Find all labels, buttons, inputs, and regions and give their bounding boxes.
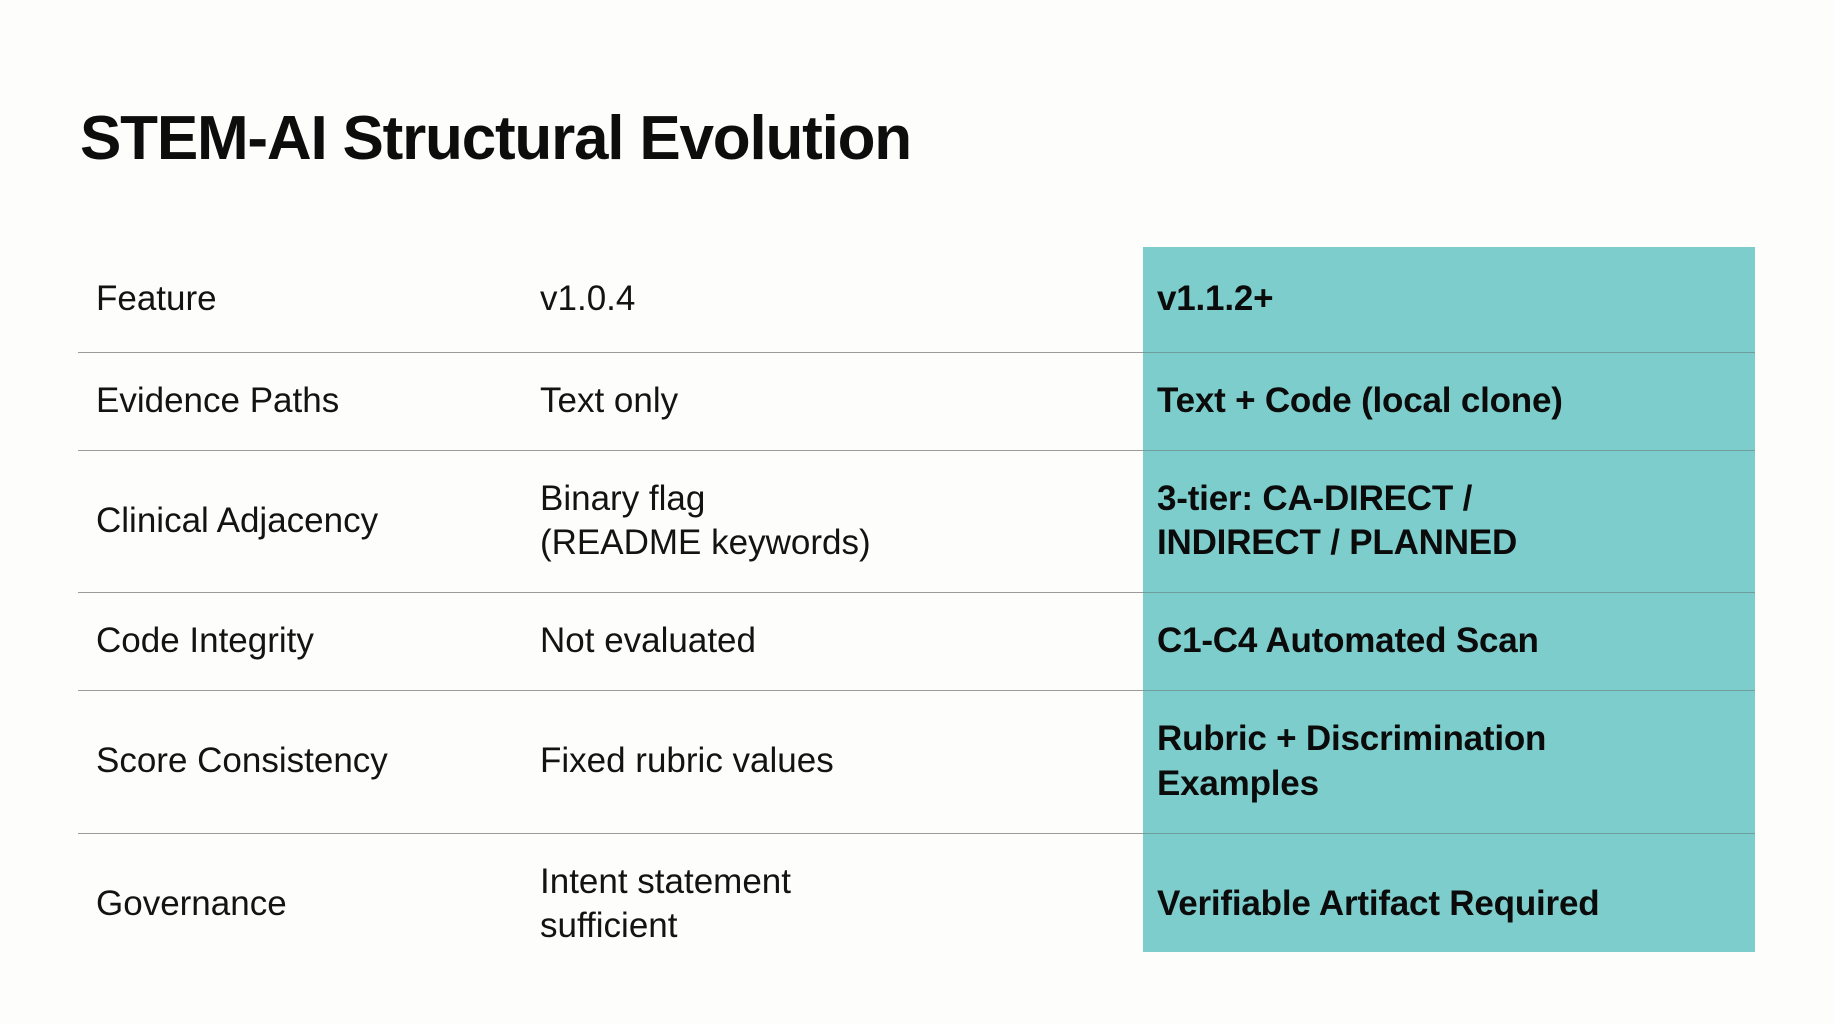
old-version-value: Binary flag (README keywords) [523,451,1143,593]
cell-new-version: 3-tier: CA-DIRECT / INDIRECT / PLANNED [1143,449,1755,593]
cell-new-version: Text + Code (local clone) [1143,351,1755,451]
old-version-value: Fixed rubric values [523,713,1143,810]
feature-label: Clinical Adjacency [96,500,379,540]
header-cell-new-version: v1.1.2+ [1143,247,1755,352]
table-header-row: Feature v1.0.4 v1.1.2+ [78,247,1755,352]
old-version-value: Not evaluated [523,593,1143,690]
old-version-line-1: Fixed rubric values [540,741,834,781]
feature-label: Score Consistency [96,741,388,781]
old-version-line-2: sufficient [540,906,678,946]
feature-label: Evidence Paths [96,380,340,420]
feature-label: Governance [96,883,287,923]
cell-feature: Evidence Paths [78,351,523,451]
table-row: Score Consistency Fixed rubric values Ru… [78,689,1755,834]
new-version-line-1: 3-tier: CA-DIRECT / [1157,478,1473,518]
new-version-value: Rubric + Discrimination Examples [1143,691,1755,833]
cell-new-version: Rubric + Discrimination Examples [1143,689,1755,834]
cell-feature: Score Consistency [78,689,523,834]
new-version-value: 3-tier: CA-DIRECT / INDIRECT / PLANNED [1143,451,1755,593]
cell-old-version: Intent statement sufficient [523,832,1143,976]
table-row: Code Integrity Not evaluated C1-C4 Autom… [78,592,1755,691]
old-version-line-1: Text only [540,380,679,420]
cell-new-version: C1-C4 Automated Scan [1143,592,1755,691]
new-version-value: C1-C4 Automated Scan [1143,593,1755,690]
header-cell-feature: Feature [78,247,523,352]
cell-feature: Code Integrity [78,592,523,691]
cell-feature: Governance [78,832,523,976]
page-title: STEM-AI Structural Evolution [80,103,912,173]
old-version-line-1: Intent statement [540,861,791,901]
new-version-value: Verifiable Artifact Required [1143,856,1755,953]
cell-new-version: Verifiable Artifact Required [1143,832,1755,976]
header-cell-old-version: v1.0.4 [523,247,1143,352]
new-version-value: Text + Code (local clone) [1143,353,1755,450]
table-row: Clinical Adjacency Binary flag (README k… [78,449,1755,593]
comparison-table: Feature v1.0.4 v1.1.2+ Evidence Paths [78,247,1755,976]
cell-old-version: Fixed rubric values [523,689,1143,834]
cell-old-version: Not evaluated [523,592,1143,691]
new-version-line-1: C1-C4 Automated Scan [1157,621,1539,661]
old-version-value: Text only [523,353,1143,450]
cell-old-version: Text only [523,351,1143,451]
cell-feature: Clinical Adjacency [78,449,523,593]
table-row: Governance Intent statement sufficient V… [78,832,1755,976]
feature-label: Code Integrity [96,621,314,661]
old-version-line-1: Binary flag [540,478,706,518]
column-header-new-version: v1.1.2+ [1157,279,1274,318]
new-version-line-1: Rubric + Discrimination [1157,718,1547,758]
table-row: Evidence Paths Text only Text + Code (lo… [78,351,1755,451]
old-version-value: Intent statement sufficient [523,834,1143,976]
cell-old-version: Binary flag (README keywords) [523,449,1143,593]
old-version-line-1: Not evaluated [540,621,756,661]
new-version-line-2: INDIRECT / PLANNED [1157,523,1518,563]
column-header-feature: Feature [96,279,217,318]
column-header-old-version: v1.0.4 [540,279,636,318]
new-version-line-1: Verifiable Artifact Required [1157,883,1600,923]
old-version-line-2: (README keywords) [540,523,871,563]
new-version-line-1: Text + Code (local clone) [1157,380,1563,420]
comparison-table-wrapper: Feature v1.0.4 v1.1.2+ Evidence Paths [78,247,1755,976]
new-version-line-2: Examples [1157,763,1319,803]
